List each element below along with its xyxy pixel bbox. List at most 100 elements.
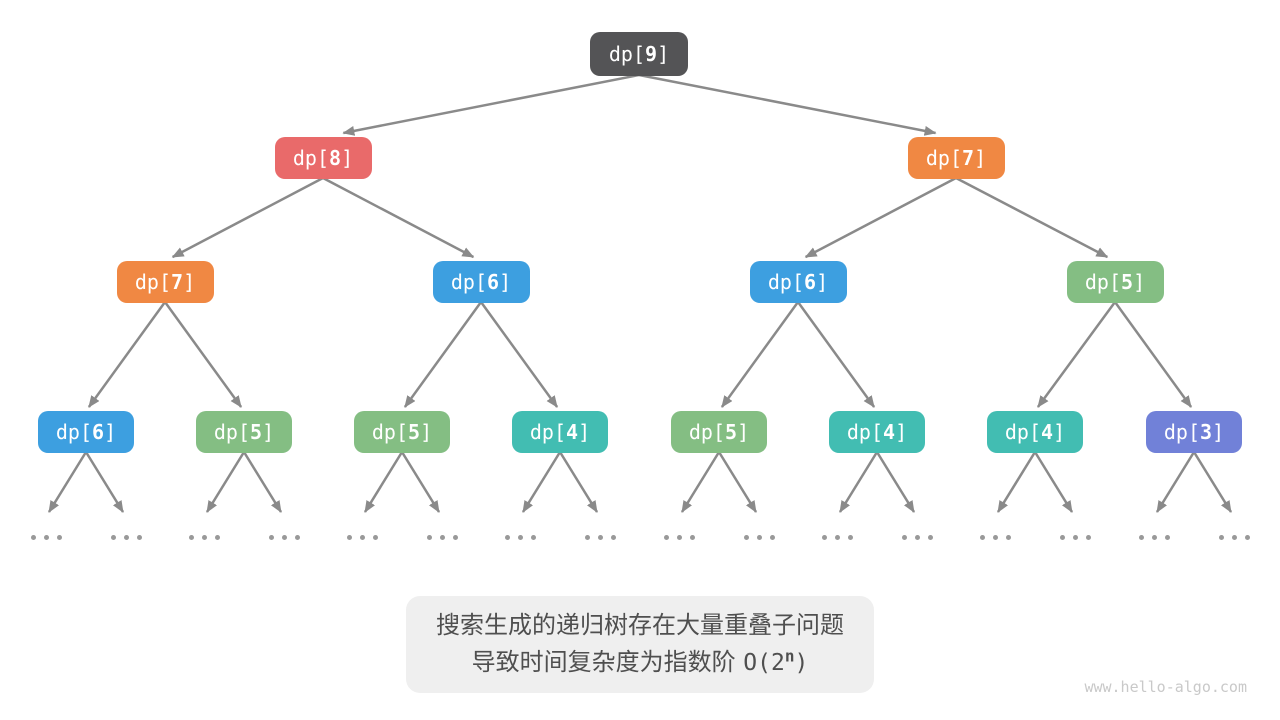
tree-node-dp4: dp[4] (987, 411, 1083, 453)
ellipsis-dot (347, 535, 352, 540)
node-label: ] (341, 146, 354, 170)
ellipsis-dot (664, 535, 669, 540)
ellipsis (585, 535, 616, 540)
ellipsis (1219, 535, 1250, 540)
ellipsis-dot (980, 535, 985, 540)
edge-arrow (87, 301, 167, 408)
edge-arrow (875, 451, 916, 513)
node-label: ] (1212, 420, 1225, 444)
edge-arrow (996, 451, 1037, 513)
caption-formula-open: O(2 (743, 650, 785, 676)
node-label: 7 (171, 270, 184, 294)
node-label: ] (816, 270, 829, 294)
ellipsis-dot (993, 535, 998, 540)
edge-arrow (955, 176, 1109, 259)
tree-node-dp5: dp[5] (354, 411, 450, 453)
ellipsis (664, 535, 695, 540)
ellipsis-dot (1073, 535, 1078, 540)
ellipsis (427, 535, 458, 540)
caption-formula: O(2n) (743, 648, 808, 676)
node-label: 4 (1041, 420, 1054, 444)
ellipsis-dot (137, 535, 142, 540)
node-label: dp[ (1004, 420, 1042, 444)
ellipsis (822, 535, 853, 540)
edge-arrow (363, 451, 404, 513)
node-label: dp[ (846, 420, 884, 444)
tree-node-dp5: dp[5] (671, 411, 767, 453)
node-label: dp[ (1163, 420, 1201, 444)
ellipsis-dot (928, 535, 933, 540)
ellipsis-dot (360, 535, 365, 540)
caption-box: 搜索生成的递归树存在大量重叠子问题 导致时间复杂度为指数阶 O(2n) (406, 596, 874, 693)
tree-node-dp6: dp[6] (38, 411, 134, 453)
edge-arrow (242, 451, 283, 513)
edge-arrow (400, 451, 441, 513)
node-label: dp[ (925, 146, 963, 170)
node-label: dp[ (292, 146, 330, 170)
ellipsis-dot (690, 535, 695, 540)
node-label: ] (974, 146, 987, 170)
ellipsis-dot (1219, 535, 1224, 540)
ellipsis-dot (373, 535, 378, 540)
node-label: 6 (487, 270, 500, 294)
node-label: ] (895, 420, 908, 444)
node-label: 8 (329, 146, 342, 170)
tree-node-dp6: dp[6] (749, 261, 847, 303)
caption-line2-text: 导致时间复杂度为指数阶 (471, 648, 744, 676)
ellipsis-dot (1060, 535, 1065, 540)
tree-node-dp4: dp[4] (512, 411, 608, 453)
edge-arrow (1113, 301, 1193, 408)
ellipsis-dot (453, 535, 458, 540)
node-label: 9 (645, 42, 658, 66)
edge-arrow (1033, 451, 1074, 513)
edge-arrow (1192, 451, 1233, 513)
edge-arrow (1036, 301, 1117, 408)
ellipsis-dot (1006, 535, 1011, 540)
ellipsis-dot (202, 535, 207, 540)
edge-arrow (558, 451, 599, 513)
ellipsis-dot (677, 535, 682, 540)
ellipsis-dot (1245, 535, 1250, 540)
node-label: dp[ (55, 420, 93, 444)
ellipsis-dot (848, 535, 853, 540)
node-label: 7 (962, 146, 975, 170)
node-label: ] (1053, 420, 1066, 444)
edge-arrow (342, 73, 640, 136)
node-label: 4 (883, 420, 896, 444)
tree-node-dp4: dp[4] (829, 411, 925, 453)
edge-arrow (720, 301, 800, 408)
node-label: dp[ (688, 420, 726, 444)
ellipsis-dot (1139, 535, 1144, 540)
node-label: 5 (408, 420, 421, 444)
ellipsis-dot (1232, 535, 1237, 540)
ellipsis-dot (770, 535, 775, 540)
node-label: dp[ (767, 270, 805, 294)
edge-arrow (163, 301, 243, 408)
ellipsis (111, 535, 142, 540)
ellipsis-dot (31, 535, 36, 540)
edge-arrow (84, 451, 125, 513)
tree-node-dp8: dp[8] (274, 137, 372, 179)
ellipsis-dot (531, 535, 536, 540)
tree-node-dp5: dp[5] (1066, 261, 1164, 303)
ellipsis-dot (1086, 535, 1091, 540)
node-label: dp[ (608, 42, 646, 66)
node-label: ] (1133, 270, 1146, 294)
edge-arrow (403, 301, 483, 408)
ellipsis-dot (611, 535, 616, 540)
edge-arrow (205, 451, 246, 513)
ellipsis-dot (915, 535, 920, 540)
ellipsis-dot (282, 535, 287, 540)
node-label: ] (737, 420, 750, 444)
edge-arrow (804, 176, 957, 259)
ellipsis (505, 535, 536, 540)
caption-line1: 搜索生成的递归树存在大量重叠子问题 (436, 611, 844, 639)
node-label: dp[ (450, 270, 488, 294)
ellipsis (269, 535, 300, 540)
tree-node-dp9: dp[9] (590, 32, 688, 76)
edge-arrow (796, 301, 876, 408)
ellipsis (744, 535, 775, 540)
caption-formula-exponent: n (784, 646, 795, 666)
ellipsis (189, 535, 220, 540)
